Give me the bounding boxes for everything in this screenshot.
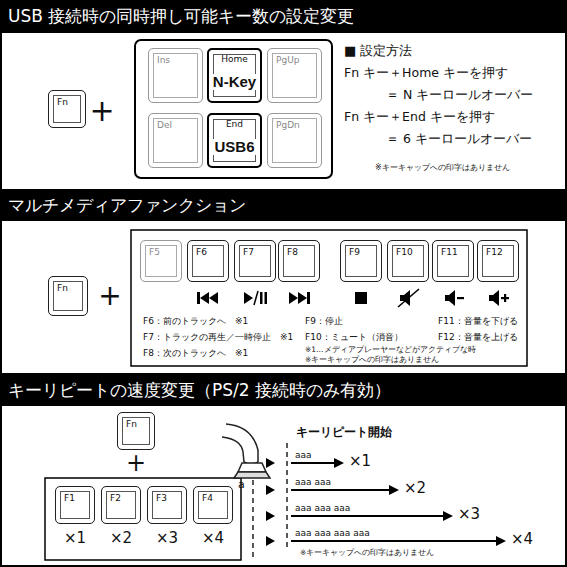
key-label: F3: [156, 494, 167, 504]
footnote: ※キーキャップへの印字はありません: [300, 549, 434, 558]
repeat-start-label: キーリピート開始: [296, 426, 392, 440]
key-label: Del: [157, 121, 172, 131]
footnote: ※1…メディアプレーヤーなどがアクティブな時: [305, 346, 476, 355]
mode-label: N-Key: [212, 74, 257, 91]
key-label: F10: [396, 248, 413, 258]
key-label: F7: [243, 248, 254, 258]
key-label: F6: [196, 248, 207, 258]
key-label: End: [226, 120, 243, 130]
function-key: F9: [340, 240, 382, 282]
media-symbols: [197, 289, 509, 307]
key: Del: [148, 113, 203, 168]
function-desc: F7：トラックの再生／一時停止 ※1: [143, 332, 293, 342]
key-label: Fn: [57, 284, 68, 294]
function-key: F12: [477, 240, 519, 282]
char-label: aaa: [295, 450, 312, 460]
function-key: F4: [193, 486, 233, 524]
key-label: F8: [287, 248, 298, 258]
key-label: F5: [149, 248, 160, 258]
repeat-timeline: [253, 443, 506, 561]
multiplier: ×1: [64, 530, 86, 547]
section-panel: [1, 405, 566, 566]
fn-key: Fn: [48, 276, 88, 316]
key-label: Fn: [126, 420, 137, 430]
key-label: F9: [349, 248, 360, 258]
function-key: F5: [140, 240, 182, 282]
function-key: F1: [55, 486, 95, 524]
key-label: マルチメディアファンクション: [8, 194, 246, 217]
key: Ins: [148, 48, 203, 103]
instruction: ＝ N キーロールオーバー: [386, 88, 533, 102]
function-key: F8: [278, 240, 320, 282]
char-label: aaa aaa: [295, 477, 331, 487]
section-note: ■ 設定方法: [344, 44, 412, 59]
multiplier: ×4: [511, 531, 533, 548]
footnote: ※キーキャップへの印字はありません: [375, 163, 510, 172]
key-label: F1: [64, 494, 75, 504]
section-panel: [1, 220, 566, 374]
footnote: ※キーキャップへの印字はありません: [305, 356, 439, 365]
fkey-frame: [131, 230, 527, 366]
end-key: EndUSB6: [207, 113, 262, 168]
key-label: F4: [202, 494, 213, 504]
key-label: PgUp: [276, 56, 299, 66]
section-header: キーリピートの速度変更（PS/2 接続時のみ有効）: [0, 375, 567, 405]
char-label: aaa aaa aaa aaa: [295, 528, 370, 538]
multiplier: ×3: [156, 530, 178, 547]
function-key: F10: [387, 240, 429, 282]
key-label: F12: [486, 248, 503, 258]
key-label: キーリピートの速度変更（PS/2 接続時のみ有効）: [8, 379, 391, 402]
finger-press: [222, 424, 270, 478]
key-label: Ins: [157, 56, 170, 66]
function-key: F3: [147, 486, 187, 524]
instruction: Fn キー＋Home キーを押す: [344, 66, 508, 80]
plus-sign: +: [98, 280, 121, 312]
mode-label: USB6: [213, 139, 255, 156]
multiplier: ×2: [404, 480, 426, 497]
section-header: USB 接続時の同時押し可能キー数の設定変更: [0, 0, 567, 32]
function-desc: F12：音量を上げる: [438, 332, 518, 342]
key-label: F11: [441, 248, 458, 258]
char-label: a: [238, 479, 245, 492]
key-cluster-frame: [135, 40, 332, 178]
section-panel: [1, 32, 566, 190]
multiplier: ×4: [202, 530, 224, 547]
function-key: F2: [101, 486, 141, 524]
plus-sign: +: [89, 94, 114, 129]
key-label: Home: [221, 55, 248, 65]
function-desc: F6：前のトラックへ ※1: [143, 316, 248, 326]
instruction: Fn キー＋End キーを押す: [344, 110, 495, 124]
char-label: aaa aaa aaa: [295, 503, 350, 513]
multiplier: ×3: [458, 506, 480, 523]
key-label: F2: [110, 494, 121, 504]
home-key: HomeN-Key: [207, 48, 262, 103]
multiplier: ×2: [110, 530, 132, 547]
multiplier: ×1: [349, 453, 371, 470]
key-label: USB 接続時の同時押し可能キー数の設定変更: [8, 5, 354, 28]
function-key: F6: [187, 240, 229, 282]
function-desc: F8：次のトラックへ ※1: [143, 348, 248, 358]
plus-sign: +: [126, 450, 146, 478]
section-header: マルチメディアファンクション: [0, 191, 567, 220]
fkey-frame: [45, 478, 241, 560]
function-key: F7: [234, 240, 276, 282]
instruction: ＝ 6 キーロールオーバー: [386, 132, 532, 146]
function-key: F11: [432, 240, 474, 282]
key: PgDn: [267, 113, 322, 168]
function-desc: F9：停止: [305, 316, 343, 326]
function-desc: F10：ミュート（消音）: [305, 332, 403, 342]
key-label: Fn: [57, 98, 68, 108]
function-desc: F11：音量を下げる: [438, 316, 518, 326]
key: PgUp: [267, 48, 322, 103]
fn-key: Fn: [117, 412, 155, 450]
fn-key: Fn: [48, 90, 86, 128]
key-label: PgDn: [276, 121, 300, 131]
